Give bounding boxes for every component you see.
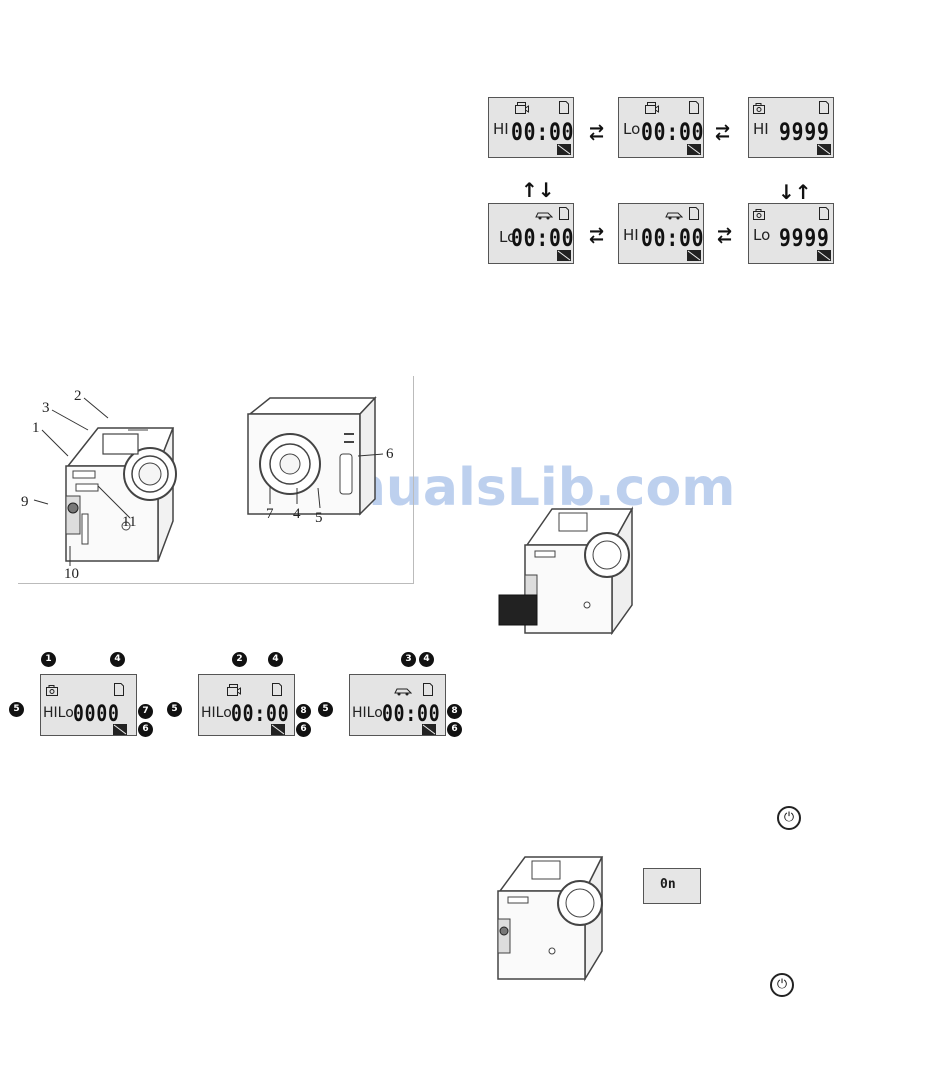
callout-number: 6: [296, 722, 311, 737]
camera-icon: [753, 207, 765, 225]
sd-insert-illustration: [497, 505, 637, 635]
battery-icon: [687, 142, 701, 160]
part-leader-lines: [18, 376, 413, 583]
lcd-mode-label: Lo: [753, 226, 770, 244]
callout-number: 1: [41, 652, 56, 667]
callout-number: 4: [419, 652, 434, 667]
leader-line: [318, 488, 320, 508]
leader-line: [84, 398, 108, 418]
swap-arrows-icon: →←: [715, 125, 730, 141]
sd-card-icon: [689, 207, 699, 225]
leader-line: [52, 410, 88, 430]
sd-card-icon: [272, 683, 282, 701]
battery-icon: [817, 142, 831, 160]
video-icon: [645, 101, 659, 119]
lcd-mode-label: HI: [753, 120, 769, 138]
callout-number: 4: [268, 652, 283, 667]
callout-number: 5: [9, 702, 24, 717]
callout-number: 5: [167, 702, 182, 717]
lcd-mode-label: HILo: [352, 705, 383, 721]
power-on-lcd: 0n: [643, 868, 701, 904]
battery-icon: [817, 248, 831, 266]
leader-line: [42, 430, 68, 456]
callout-number: 4: [110, 652, 125, 667]
callout-number: 6: [138, 722, 153, 737]
battery-icon: [687, 248, 701, 266]
vertical-swap-arrows-icon: ↓↑: [778, 180, 812, 204]
callout-number: 3: [401, 652, 416, 667]
vertical-swap-arrows-icon: ↑↓: [521, 178, 555, 202]
camera-icon: [46, 683, 58, 701]
swap-arrows-icon: →←: [717, 228, 732, 244]
battery-icon: [422, 722, 436, 740]
swap-arrows-icon: →←: [589, 228, 604, 244]
lcd-mode-label: Lo: [623, 120, 640, 138]
leader-line: [34, 500, 48, 504]
leader-line: [98, 486, 130, 518]
video-icon: [227, 683, 241, 701]
swap-arrows-icon: →←: [589, 125, 604, 141]
camera-power-illustration: [490, 853, 605, 983]
car-icon: [535, 207, 553, 225]
power-icon: ⏻: [777, 806, 801, 830]
sd-card-icon: [423, 683, 433, 701]
battery-icon: [557, 248, 571, 266]
power-icon: ⏻: [770, 973, 794, 997]
car-icon: [394, 683, 412, 701]
lcd-mode-label: HILo: [43, 705, 74, 721]
battery-icon: [113, 722, 127, 740]
lcd-mode-label: HI: [623, 226, 639, 244]
callout-number: 8: [447, 704, 462, 719]
video-icon: [515, 101, 529, 119]
callout-number: 7: [138, 704, 153, 719]
sd-card-icon: [559, 101, 569, 119]
sd-card-icon: [819, 207, 829, 225]
callout-number: 8: [296, 704, 311, 719]
leader-line: [358, 454, 383, 456]
battery-icon: [557, 142, 571, 160]
sd-card-icon: [819, 101, 829, 119]
sd-card-icon: [689, 101, 699, 119]
lcd-mode-label: HILo: [201, 705, 232, 721]
car-icon: [665, 207, 683, 225]
battery-icon: [271, 722, 285, 740]
camera-icon: [753, 101, 765, 119]
callout-number: 2: [232, 652, 247, 667]
power-on-lcd-text: 0n: [660, 877, 676, 892]
sd-card-icon: [559, 207, 569, 225]
sd-card-icon: [114, 683, 124, 701]
lcd-mode-label: HI: [493, 120, 509, 138]
callout-number: 6: [447, 722, 462, 737]
callout-number: 5: [318, 702, 333, 717]
